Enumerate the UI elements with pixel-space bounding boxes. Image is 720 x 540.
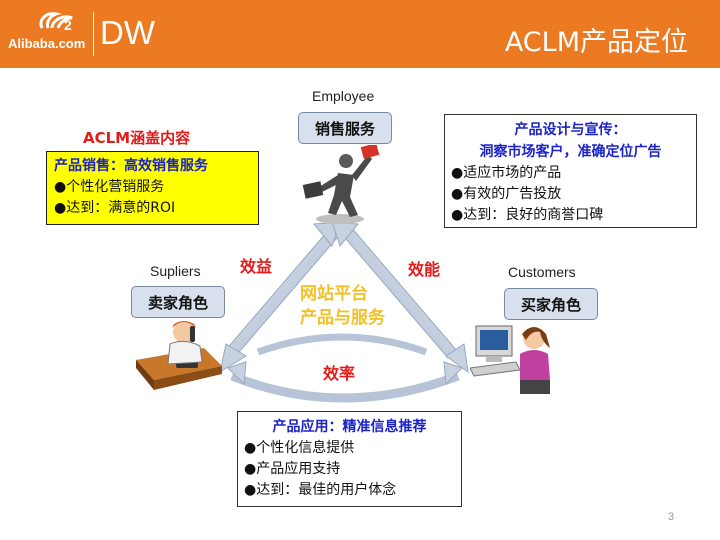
design-box-item: ●适应市场的产品 <box>451 165 562 181</box>
aclm-heading: ACLM涵盖内容 <box>83 129 191 147</box>
arc-arrow-left <box>227 361 247 386</box>
supplier-role-box: 卖家角色 <box>131 286 225 318</box>
application-box-item: ●产品应用支持 <box>244 461 341 477</box>
sales-box-title: 产品销售：高效销售服务 <box>54 158 208 174</box>
logo-divider <box>93 12 94 56</box>
supplier-caption: Supliers <box>150 263 201 279</box>
supplier-phone-icon <box>136 321 222 390</box>
sales-box: 产品销售：高效销售服务 ●个性化营销服务 ●达到：满意的ROI <box>46 151 259 225</box>
svg-text:2: 2 <box>64 17 72 33</box>
brand-text: DW <box>100 14 155 51</box>
alibaba-logo-icon: 2 <box>39 12 73 33</box>
efficiency-label: 效率 <box>323 364 356 383</box>
application-box: 产品应用：精准信息推荐 ●个性化信息提供 ●产品应用支持 ●达到：最佳的用户体念 <box>237 411 462 507</box>
design-box: 产品设计与宣传： 洞察市场客户，准确定位广告 ●适应市场的产品 ●有效的广告投放… <box>444 114 697 228</box>
application-box-item: ●达到：最佳的用户体念 <box>244 482 397 498</box>
platform-line-2: 产品与服务 <box>300 308 385 328</box>
application-box-item: ●个性化信息提供 <box>244 440 355 456</box>
arrowhead-bottom-right <box>445 343 469 374</box>
sales-box-item: ●达到：满意的ROI <box>54 200 176 216</box>
design-box-title: 产品设计与宣传： <box>514 122 627 138</box>
arrowhead-top-left <box>313 221 341 248</box>
design-box-item: ●有效的广告投放 <box>451 186 562 202</box>
logo-text: Alibaba.com <box>8 36 86 51</box>
page-number: 3 <box>668 511 675 523</box>
page-title: ACLM产品定位 <box>504 27 688 58</box>
arc-top <box>256 333 428 356</box>
design-box-item: ●达到：良好的商誉口碑 <box>451 207 604 223</box>
platform-line-1: 网站平台 <box>300 284 368 304</box>
customer-computer-icon <box>470 325 550 394</box>
arc-arrow-right <box>443 361 463 386</box>
design-box-subtitle: 洞察市场客户，准确定位广告 <box>479 144 662 160</box>
platform-text: 网站平台 产品与服务 <box>300 282 385 330</box>
application-box-title: 产品应用：精准信息推荐 <box>272 419 427 435</box>
header-bar: 2 Alibaba.com DW ACLM产品定位 <box>0 0 720 68</box>
sales-box-item: ●个性化营销服务 <box>54 179 165 195</box>
benefit-label: 效益 <box>240 257 273 276</box>
customer-caption: Customers <box>508 264 576 280</box>
arrowhead-top-right <box>331 221 359 248</box>
employee-caption: Employee <box>312 88 375 104</box>
salesman-icon <box>302 145 380 224</box>
efficacy-label: 效能 <box>408 260 441 279</box>
employee-role-box: 销售服务 <box>298 112 392 144</box>
customer-role-box: 买家角色 <box>504 288 598 320</box>
